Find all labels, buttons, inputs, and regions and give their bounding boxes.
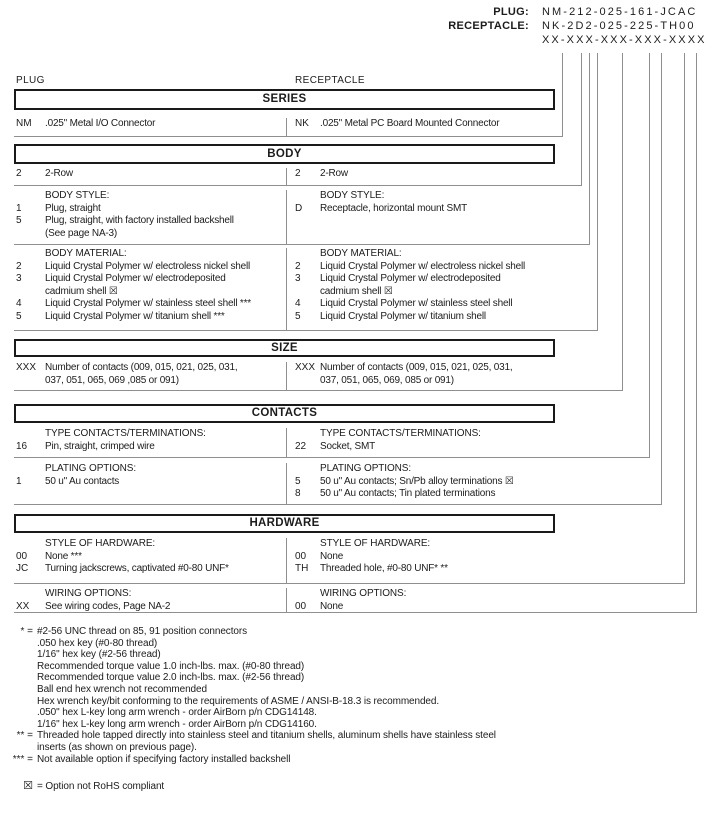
body-material-row: 2 Liquid Crystal Polymer w/ electroless … bbox=[16, 260, 251, 272]
connector-line-body-material bbox=[14, 53, 598, 331]
body-style-content: BODY STYLE: 1 Plug, straight 5 Plug, str… bbox=[14, 186, 555, 245]
hardware-style-row: JC Turning jackscrews, captivated #0-80 … bbox=[16, 563, 229, 574]
contacts-type-row: 16 Pin, straight, crimped wire bbox=[16, 440, 155, 452]
receptacle-part-number-line: RECEPTACLE: NK-2D2-025-225-TH00 bbox=[330, 20, 716, 34]
body-style-header-left: BODY STYLE: bbox=[45, 190, 110, 201]
body-material-row: 2 Liquid Crystal Polymer w/ electroless … bbox=[295, 260, 526, 272]
plating-header-left: PLATING OPTIONS: bbox=[45, 463, 137, 474]
series-section-header: SERIES bbox=[14, 89, 555, 110]
body-style-row: 1 Plug, straight bbox=[16, 202, 101, 214]
body-material-row: 4 Liquid Crystal Polymer w/ stainless st… bbox=[295, 298, 513, 309]
plating-header-right: PLATING OPTIONS: bbox=[320, 463, 412, 474]
connector-line-series bbox=[14, 53, 563, 137]
hardware-style-content: STYLE OF HARDWARE: 00 None *** JC Turnin… bbox=[14, 532, 555, 584]
plug-label: PLUG: bbox=[493, 6, 529, 18]
part-number-mask: XX-XXX-XXX-XXX-XXXX bbox=[542, 34, 707, 46]
connector-line-body-row bbox=[14, 53, 582, 186]
hardware-style-row: 00 None *** bbox=[16, 550, 82, 562]
body-material-row: 3 Liquid Crystal Polymer w/ electrodepos… bbox=[16, 273, 226, 297]
plug-column-label: PLUG bbox=[16, 75, 45, 86]
body-material-row: 4 Liquid Crystal Polymer w/ stainless st… bbox=[16, 298, 251, 309]
body-material-header-left: BODY MATERIAL: bbox=[45, 248, 127, 259]
body-material-row: 5 Liquid Crystal Polymer w/ titanium she… bbox=[295, 310, 486, 322]
part-number-header: PLUG: NM-212-025-161-JCAC RECEPTACLE: NK… bbox=[330, 6, 716, 48]
connector-line-wiring bbox=[14, 53, 697, 613]
contacts-type-header-right: TYPE CONTACTS/TERMINATIONS: bbox=[320, 428, 481, 439]
series-receptacle-row: NK .025" Metal PC Board Mounted Connecto… bbox=[295, 118, 500, 129]
footnote-line: .050 hex key (#0-80 thread) bbox=[37, 637, 158, 649]
connector-line-body-style bbox=[14, 53, 590, 245]
footnotes: * = #2-56 UNC thread on 85, 91 position … bbox=[0, 626, 705, 793]
contacts-section-header: CONTACTS bbox=[14, 404, 555, 423]
connector-line-contacts-type bbox=[14, 53, 650, 458]
hardware-style-header-left: STYLE OF HARDWARE: bbox=[45, 538, 156, 549]
receptacle-part-number: NK-2D2-025-225-TH00 bbox=[542, 20, 696, 32]
contacts-type-header-left: TYPE CONTACTS/TERMINATIONS: bbox=[45, 428, 206, 439]
rohs-note: ☒ = Option not RoHS compliant bbox=[0, 781, 705, 793]
footnote-line: .050" hex L-key long arm wrench - order … bbox=[37, 707, 317, 719]
hardware-style-header-right: STYLE OF HARDWARE: bbox=[320, 538, 431, 549]
footnote-line: Recommended torque value 1.0 inch-lbs. m… bbox=[37, 660, 305, 672]
body-row-content: 2 2-Row 2 2-Row bbox=[14, 163, 555, 186]
plating-content: PLATING OPTIONS: 1 50 u" Au contacts PLA… bbox=[14, 458, 555, 505]
size-receptacle-row: XXX Number of contacts (009, 015, 021, 0… bbox=[295, 362, 513, 386]
connector-line-plating bbox=[14, 53, 662, 505]
wiring-content: WIRING OPTIONS: XX See wiring codes, Pag… bbox=[14, 584, 555, 613]
size-section-header: SIZE bbox=[14, 339, 555, 357]
wiring-row: 00 None bbox=[295, 600, 344, 612]
wiring-header-left: WIRING OPTIONS: bbox=[45, 588, 132, 599]
plug-part-number-line: PLUG: NM-212-025-161-JCAC bbox=[330, 6, 716, 20]
rohs-note-text: = Option not RoHS compliant bbox=[37, 781, 165, 793]
footnote-line: Hex wrench key/bit conforming to the req… bbox=[37, 695, 440, 707]
footnote-line: 1/16" hex L-key long arm wrench - order … bbox=[37, 718, 317, 730]
footnote-line: ** = Threaded hole tapped directly into … bbox=[16, 730, 496, 753]
part-number-mask-line: XX-XXX-XXX-XXX-XXXX bbox=[330, 34, 716, 48]
body-material-row: 3 Liquid Crystal Polymer w/ electrodepos… bbox=[295, 273, 501, 297]
contacts-type-row: 22 Socket, SMT bbox=[295, 440, 376, 452]
body-row-plug: 2 2-Row bbox=[16, 168, 73, 179]
plug-part-number: NM-212-025-161-JCAC bbox=[542, 6, 698, 18]
footnote-line: *** = Not available option if specifying… bbox=[12, 753, 291, 765]
body-style-row: 5 Plug, straight, with factory installed… bbox=[16, 215, 234, 239]
series-content: NM .025" Metal I/O Connector NK .025" Me… bbox=[14, 111, 555, 137]
connector-line-hardware-style bbox=[14, 53, 685, 584]
contacts-type-content: TYPE CONTACTS/TERMINATIONS: 16 Pin, stra… bbox=[14, 422, 555, 458]
body-material-row: 5 Liquid Crystal Polymer w/ titanium she… bbox=[16, 310, 225, 322]
footnote-line: 1/16" hex key (#2-56 thread) bbox=[37, 649, 161, 661]
connector-line-size bbox=[14, 53, 623, 391]
body-style-header-right: BODY STYLE: bbox=[320, 190, 385, 201]
footnote-line: Recommended torque value 2.0 inch-lbs. m… bbox=[37, 672, 305, 684]
wiring-row: XX See wiring codes, Page NA-2 bbox=[16, 600, 171, 612]
plating-row: 8 50 u" Au contacts; Tin plated terminat… bbox=[295, 488, 496, 499]
receptacle-label: RECEPTACLE: bbox=[448, 20, 529, 32]
body-style-row: D Receptacle, horizontal mount SMT bbox=[295, 202, 468, 214]
body-row-receptacle: 2 2-Row bbox=[295, 168, 348, 179]
footnote-line: * = #2-56 UNC thread on 85, 91 position … bbox=[20, 626, 247, 637]
body-section-header: BODY bbox=[14, 144, 555, 164]
size-plug-row: XXX Number of contacts (009, 015, 021, 0… bbox=[16, 362, 238, 386]
body-material-content: BODY MATERIAL: 2 Liquid Crystal Polymer … bbox=[14, 245, 555, 331]
hardware-section-header: HARDWARE bbox=[14, 514, 555, 533]
wiring-header-right: WIRING OPTIONS: bbox=[320, 588, 407, 599]
footnote-line: Ball end hex wrench not recommended bbox=[37, 683, 207, 695]
series-plug-row: NM .025" Metal I/O Connector bbox=[16, 118, 156, 129]
plating-row: 5 50 u" Au contacts; Sn/Pb alloy termina… bbox=[295, 475, 514, 487]
rohs-checkbox-icon: ☒ bbox=[23, 780, 33, 793]
plating-row: 1 50 u" Au contacts bbox=[16, 475, 120, 487]
hardware-style-row: 00 None bbox=[295, 550, 344, 562]
body-material-header-right: BODY MATERIAL: bbox=[320, 248, 402, 259]
hardware-style-row: TH Threaded hole, #0-80 UNF* ** bbox=[295, 563, 448, 574]
receptacle-column-label: RECEPTACLE bbox=[295, 75, 365, 86]
size-content: XXX Number of contacts (009, 015, 021, 0… bbox=[14, 357, 555, 391]
